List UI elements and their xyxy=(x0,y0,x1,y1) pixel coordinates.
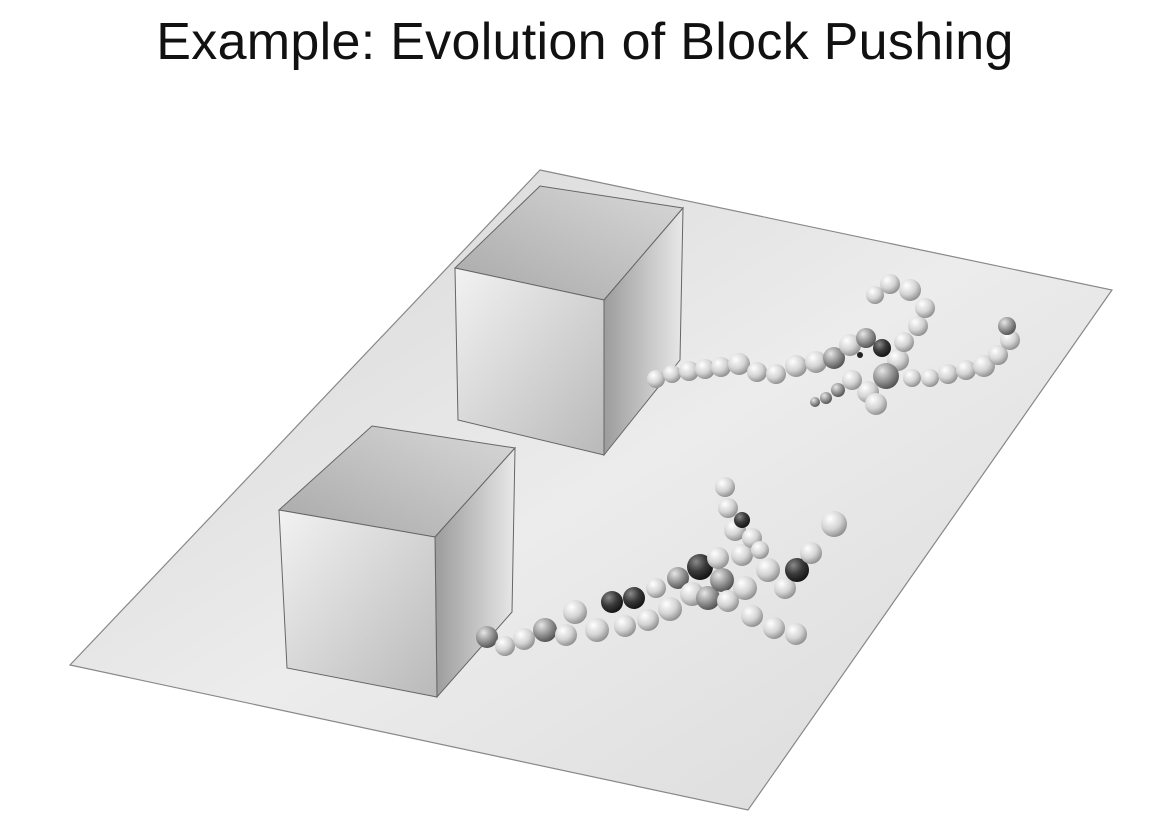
block-back xyxy=(453,185,684,457)
creature-front xyxy=(476,477,847,656)
creature-back xyxy=(647,274,1020,415)
block-front xyxy=(277,425,516,699)
slide-title: Example: Evolution of Block Pushing xyxy=(156,13,1014,71)
